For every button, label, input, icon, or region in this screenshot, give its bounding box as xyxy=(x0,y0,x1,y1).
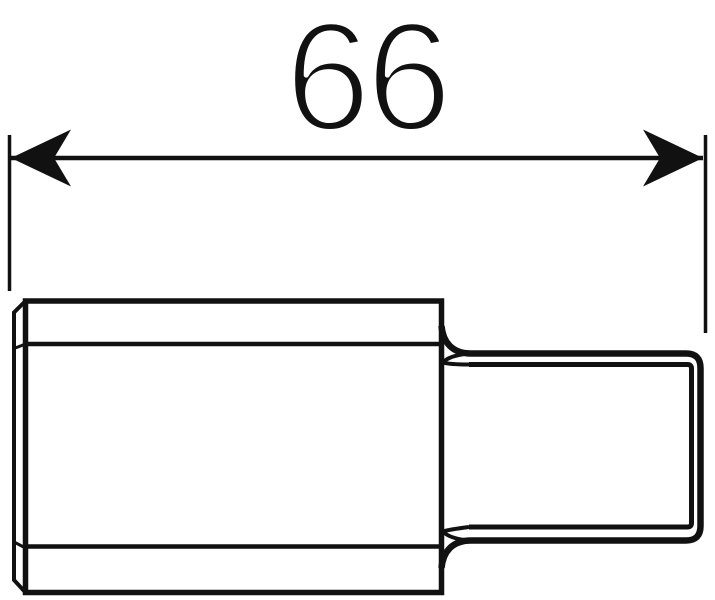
fitting-part-outline xyxy=(12,298,704,596)
transition-cusp-bottom xyxy=(439,525,470,543)
spigot-outer-profile xyxy=(438,325,704,569)
spigot-end-face-outline xyxy=(469,362,694,530)
left-end-chamfer-edge-top xyxy=(13,342,27,350)
dimension-callout: 66 xyxy=(7,0,708,333)
dimension-arrowhead-right-icon xyxy=(643,129,703,187)
left-end-chamfer-outline xyxy=(12,299,27,594)
dimension-value-label: 66 xyxy=(285,0,447,163)
left-end-chamfer-edge-bottom xyxy=(13,540,27,550)
transition-cusp-top xyxy=(439,351,470,367)
dimension-arrowhead-left-icon xyxy=(11,129,71,187)
hex-body-outline xyxy=(22,298,445,596)
